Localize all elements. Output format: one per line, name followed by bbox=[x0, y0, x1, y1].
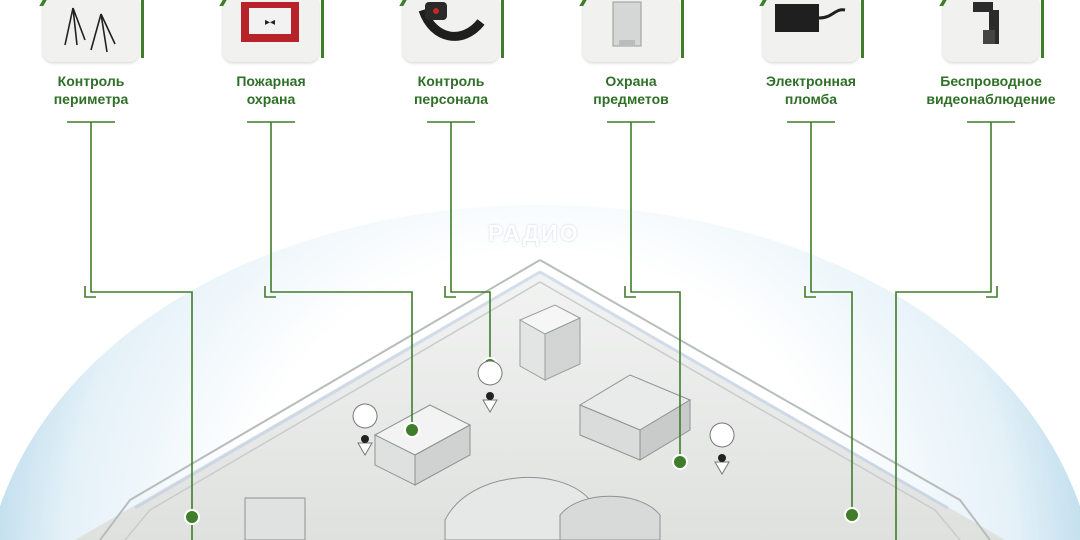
corner-ticks bbox=[84, 286, 998, 298]
label-fire-line1: Пожарная bbox=[236, 73, 306, 89]
device-card-objects bbox=[579, 0, 684, 62]
label-fire: Пожарная охрана bbox=[201, 72, 341, 108]
connector-lines bbox=[90, 122, 992, 540]
building-hangar bbox=[444, 476, 661, 540]
tripod-sensor-icon bbox=[64, 7, 116, 53]
fence-left bbox=[99, 259, 541, 540]
building-office bbox=[518, 304, 582, 381]
fire-alarm-button-icon: ▸◂ bbox=[241, 2, 299, 42]
device-card-perimeter bbox=[39, 0, 144, 62]
electronic-seal-icon bbox=[775, 4, 846, 32]
label-video-line1: Беспроводное bbox=[940, 73, 1042, 89]
building-warehouse bbox=[578, 374, 692, 461]
device-card-fire: ▸◂ bbox=[219, 0, 324, 62]
label-personnel-line1: Контроль bbox=[417, 73, 485, 89]
label-perimeter-line1: Контроль bbox=[57, 73, 125, 89]
wireless-camera-icon bbox=[973, 2, 999, 44]
fence-left-inner bbox=[124, 281, 541, 540]
fence-right-inner bbox=[539, 281, 961, 540]
label-video: Беспроводное видеонаблюдение bbox=[921, 72, 1061, 108]
wrist-tracker-icon bbox=[418, 2, 485, 41]
label-objects-line1: Охрана bbox=[605, 73, 657, 89]
svg-text:▸◂: ▸◂ bbox=[265, 17, 275, 28]
label-perimeter-line2: периметра bbox=[53, 91, 129, 107]
device-card-video bbox=[939, 0, 1044, 62]
label-objects: Охрана предметов bbox=[561, 72, 701, 108]
device-card-personnel bbox=[399, 0, 504, 62]
label-seal: Электронная пломба bbox=[741, 72, 881, 108]
label-seal-line1: Электронная bbox=[766, 73, 856, 89]
label-objects-line2: предметов bbox=[593, 91, 669, 107]
label-fire-line2: охрана bbox=[246, 91, 296, 107]
radio-label: РАДИО bbox=[488, 220, 580, 246]
label-perimeter: Контроль периметра bbox=[21, 72, 161, 108]
building-generators bbox=[244, 497, 306, 540]
label-video-line2: видеонаблюдение bbox=[926, 91, 1056, 107]
label-seal-line2: пломба bbox=[784, 91, 838, 107]
object-tag-icon bbox=[612, 1, 642, 47]
facility-ground bbox=[75, 270, 1005, 540]
device-card-seal bbox=[759, 0, 864, 62]
label-personnel: Контроль персонала bbox=[381, 72, 521, 108]
label-personnel-line2: персонала bbox=[413, 91, 489, 107]
